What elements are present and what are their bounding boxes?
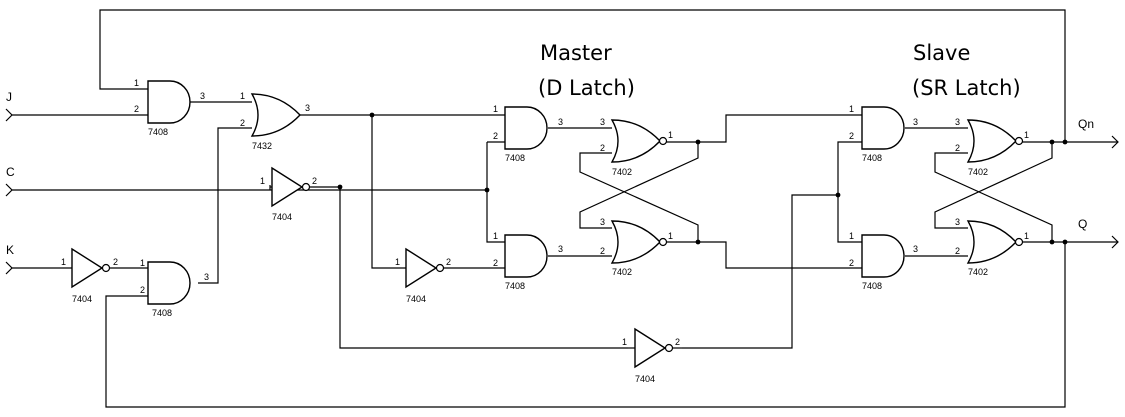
pin-label: 1 — [668, 130, 673, 140]
pin-label: 1 — [849, 104, 854, 114]
pin-label: 3 — [600, 117, 605, 127]
part-label: 7404 — [635, 374, 655, 384]
pin-label: 2 — [113, 257, 118, 267]
pin-label: 2 — [134, 104, 139, 114]
slave-title: Slave — [913, 41, 970, 65]
part-label: 7408 — [148, 127, 168, 137]
pin-label: 2 — [493, 258, 498, 268]
pin-label: 3 — [204, 272, 209, 282]
pin-label: 2 — [600, 246, 605, 256]
part-label: 7402 — [612, 167, 632, 177]
pin-label: 3 — [955, 117, 960, 127]
pin-label: 2 — [955, 246, 960, 256]
master-subtitle: (D Latch) — [538, 76, 635, 100]
not-gate-data: 1 2 7404 — [395, 248, 451, 304]
pin-label: 1 — [849, 231, 854, 241]
pin-label: 2 — [240, 118, 245, 128]
not-gate-k: 1 2 7404 — [61, 248, 118, 304]
part-label: 7402 — [968, 167, 988, 177]
pin-label: 1 — [668, 231, 673, 241]
pin-label: 3 — [200, 91, 205, 101]
pin-label: 3 — [558, 244, 563, 254]
and-gate-j: 1 2 3 7408 — [134, 78, 205, 137]
output-label-qn: Qn — [1078, 117, 1094, 131]
pin-label: 1 — [1024, 231, 1029, 241]
slave-nor-gate-bottom: 3 2 1 7402 — [955, 217, 1029, 277]
pin-label: 2 — [140, 285, 145, 295]
master-title: Master — [540, 41, 612, 65]
output-label-q: Q — [1078, 217, 1087, 231]
not-gate-clock: 1 2 7404 — [260, 167, 317, 222]
not-gate-clock-slave: 1 2 7404 — [622, 328, 682, 384]
slave-and-gate-bottom: 1 2 3 7408 — [849, 231, 918, 291]
pin-label: 2 — [493, 131, 498, 141]
pin-label: 2 — [955, 143, 960, 153]
part-label: 7432 — [252, 141, 272, 151]
pin-label: 2 — [446, 257, 451, 267]
input-label-j: J — [6, 90, 12, 104]
input-label-k: K — [6, 243, 14, 257]
slave-subtitle: (SR Latch) — [912, 76, 1021, 100]
wires — [5, 9, 1119, 408]
pin-label: 2 — [312, 176, 317, 186]
pin-label: 1 — [622, 337, 627, 347]
pin-label: 3 — [600, 217, 605, 227]
part-label: 7402 — [968, 267, 988, 277]
pin-label: 3 — [558, 117, 563, 127]
master-and-gate-bottom: 1 2 3 7408 — [493, 231, 563, 291]
part-label: 7404 — [272, 212, 292, 222]
part-label: 7404 — [406, 294, 426, 304]
pin-label: 3 — [913, 117, 918, 127]
pin-label: 1 — [493, 231, 498, 241]
pin-label: 3 — [955, 217, 960, 227]
pin-label: 1 — [134, 78, 139, 88]
master-and-gate-top: 1 2 3 7408 — [493, 104, 563, 163]
pin-label: 1 — [395, 257, 400, 267]
master-nor-gate-bottom: 3 2 1 7402 — [600, 217, 673, 277]
pin-label: 2 — [600, 143, 605, 153]
part-label: 7408 — [505, 281, 525, 291]
junction-dots — [337, 112, 1068, 245]
or-gate: 1 2 3 7432 — [240, 91, 310, 151]
part-label: 7404 — [72, 294, 92, 304]
pin-label: 3 — [305, 103, 310, 113]
pin-label: 2 — [675, 337, 680, 347]
slave-nor-gate-top: 3 2 1 7402 — [955, 117, 1029, 177]
pin-label: 3 — [913, 244, 918, 254]
pin-label: 2 — [849, 131, 854, 141]
pin-label: 1 — [240, 91, 245, 101]
pin-label: 1 — [1024, 130, 1029, 140]
part-label: 7408 — [862, 153, 882, 163]
pin-label: 1 — [61, 257, 66, 267]
slave-and-gate-top: 1 2 3 7408 — [849, 104, 918, 163]
and-gate-k: 1 2 3 7408 — [140, 258, 209, 318]
pin-label: 1 — [493, 104, 498, 114]
part-label: 7408 — [505, 153, 525, 163]
master-nor-gate-top: 3 2 1 7402 — [600, 117, 673, 177]
part-label: 7408 — [862, 281, 882, 291]
part-label: 7402 — [612, 267, 632, 277]
input-label-c: C — [6, 165, 15, 179]
pin-label: 1 — [260, 176, 265, 186]
pin-label: 2 — [849, 258, 854, 268]
pin-label: 1 — [140, 258, 145, 268]
part-label: 7408 — [152, 308, 172, 318]
